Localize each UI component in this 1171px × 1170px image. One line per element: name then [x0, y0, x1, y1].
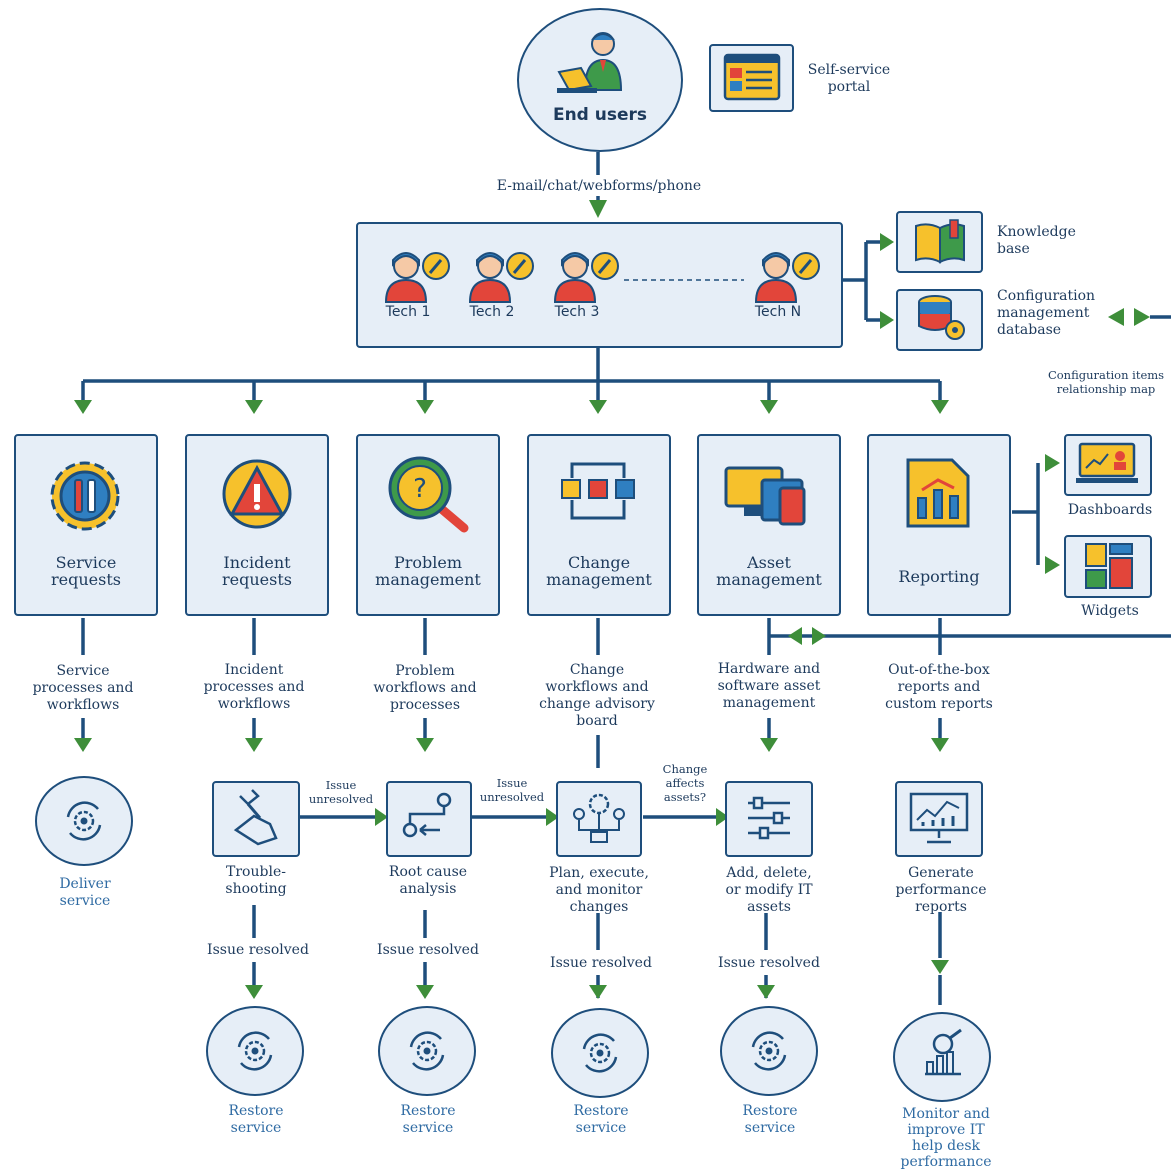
step-root-cause-box[interactable]	[386, 781, 472, 857]
tech-label: Tech 1	[385, 304, 431, 320]
channel-label: E-mail/chat/webforms/phone	[470, 178, 728, 195]
process-label-reporting: Out-of-the-box reports and custom report…	[871, 662, 1007, 713]
portal-window-icon	[723, 53, 781, 101]
process-label-incident: Incident processes and workflows	[191, 662, 317, 713]
technician-icon	[553, 252, 619, 303]
module-title: Reporting	[898, 567, 980, 586]
widgets-label: Widgets	[1081, 603, 1139, 619]
gear-cycle-icon	[66, 801, 102, 841]
module-title: Change management	[546, 553, 652, 589]
module-title: Incident requests	[222, 553, 292, 589]
book-icon	[915, 219, 965, 264]
root-cause-flow-icon	[402, 792, 452, 838]
widgets-grid-icon	[1085, 543, 1133, 589]
cmdb-label: Configuration management database	[997, 288, 1096, 338]
tech-3[interactable]: Tech 3	[537, 244, 619, 324]
gear-cycle-icon	[751, 1031, 787, 1071]
dashboards-label: Dashboards	[1067, 502, 1153, 518]
step-label-plan-changes: Plan, execute, and monitor changes	[549, 865, 649, 915]
technician-icon	[384, 252, 450, 303]
issue-unresolved-label-2: Issue unresolved	[479, 776, 545, 804]
gear-cycle-icon	[409, 1031, 445, 1071]
warning-triangle-icon	[222, 459, 292, 529]
magnifier-question-icon: ?	[388, 456, 469, 533]
change-affects-assets-label: Change affects assets?	[662, 762, 708, 804]
process-label-asset: Hardware and software asset management	[702, 661, 836, 712]
gear-network-icon	[573, 793, 625, 843]
issue-resolved-label: Issue resolved	[366, 942, 490, 959]
module-asset-management[interactable]: Asset management	[697, 434, 841, 616]
issue-unresolved-label-1: Issue unresolved	[308, 778, 374, 806]
deliver-service-label: Deliver service	[59, 876, 111, 909]
database-gear-icon	[918, 295, 965, 340]
step-label-troubleshooting: Trouble- shooting	[225, 864, 287, 897]
devices-icon	[724, 466, 806, 526]
tech-ellipsis-line	[624, 279, 744, 281]
technician-icon	[468, 252, 534, 303]
tech-2[interactable]: Tech 2	[452, 244, 534, 324]
change-flow-icon	[561, 462, 635, 520]
tech-1[interactable]: Tech 1	[368, 244, 450, 324]
gear-cycle-icon	[582, 1033, 618, 1073]
process-label-change: Change workflows and change advisory boa…	[527, 662, 667, 730]
analytics-board-icon	[909, 792, 969, 844]
tech-label: Tech 2	[469, 304, 515, 320]
step-label-root-cause: Root cause analysis	[388, 864, 468, 897]
monitor-performance-label: Monitor and improve IT help desk perform…	[900, 1106, 992, 1170]
issue-resolved-label: Issue resolved	[196, 942, 320, 959]
end-users-label: End users	[552, 105, 648, 125]
widgets-box[interactable]	[1064, 535, 1152, 598]
process-label-problem: Problem workflows and processes	[362, 663, 488, 714]
monitor-chart-icon	[925, 1028, 962, 1076]
step-label-modify-assets: Add, delete, or modify IT assets	[725, 865, 813, 915]
module-title: Asset management	[716, 553, 822, 589]
restore-service-label: Restore service	[228, 1103, 284, 1136]
restore-service-label: Restore service	[400, 1103, 456, 1136]
restore-service-label: Restore service	[573, 1103, 629, 1136]
self-service-portal-label: Self-service portal	[807, 62, 891, 95]
tech-n[interactable]: Tech N	[738, 244, 820, 324]
issue-resolved-label: Issue resolved	[707, 955, 831, 972]
process-label-service: Service processes and workflows	[20, 663, 146, 714]
tech-label: Tech N	[754, 304, 802, 320]
gear-tools-icon	[50, 461, 120, 531]
module-title: Problem management	[375, 553, 481, 589]
technician-icon	[754, 252, 820, 303]
restore-service-label: Restore service	[742, 1103, 798, 1136]
issue-resolved-label: Issue resolved	[539, 955, 663, 972]
end-user-laptop-icon	[557, 32, 623, 93]
tech-label: Tech 3	[554, 304, 600, 320]
gear-cycle-icon	[237, 1031, 273, 1071]
report-document-icon	[906, 458, 970, 528]
dashboard-monitor-icon	[1076, 442, 1138, 483]
svg-text:?: ?	[413, 474, 427, 504]
step-label-generate-reports: Generate performance reports	[895, 865, 987, 915]
module-title: Service requests	[51, 553, 121, 589]
ci-map-label: Configuration items relationship map	[1047, 368, 1165, 396]
sliders-icon	[748, 796, 790, 840]
knowledge-base-label: Knowledge base	[997, 224, 1076, 257]
wrench-hand-icon	[233, 789, 278, 846]
